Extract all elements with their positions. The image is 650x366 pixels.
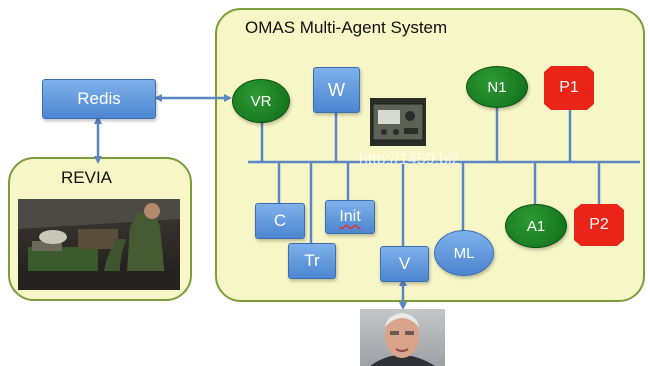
omas-title: OMAS Multi-Agent System xyxy=(245,18,448,37)
agent-init-label: Init xyxy=(339,208,361,225)
agent-a1: A1 xyxy=(505,204,567,248)
revia-title: REVIA xyxy=(61,168,113,187)
radio-art xyxy=(372,103,424,141)
watermark-text: http://1459.biz xyxy=(359,151,460,168)
agent-c: C xyxy=(255,203,305,239)
3d-soldiers-scene-image xyxy=(18,199,180,290)
scene-art xyxy=(18,199,180,290)
agent-init: Init xyxy=(325,200,375,234)
person-art xyxy=(370,313,435,366)
agent-vr: VR xyxy=(232,79,290,123)
radio-device-image xyxy=(370,98,426,146)
agent-p1: P1 xyxy=(544,66,594,110)
agent-p2: P2 xyxy=(574,204,624,246)
agent-ml: ML xyxy=(434,230,494,276)
agent-tr: Tr xyxy=(288,243,336,279)
agent-w: W xyxy=(313,67,360,113)
person-photo-image xyxy=(360,309,445,366)
agent-n1: N1 xyxy=(466,66,528,108)
agent-v: V xyxy=(380,246,429,282)
redis-box: Redis xyxy=(42,79,156,119)
omas-panel xyxy=(215,8,645,302)
